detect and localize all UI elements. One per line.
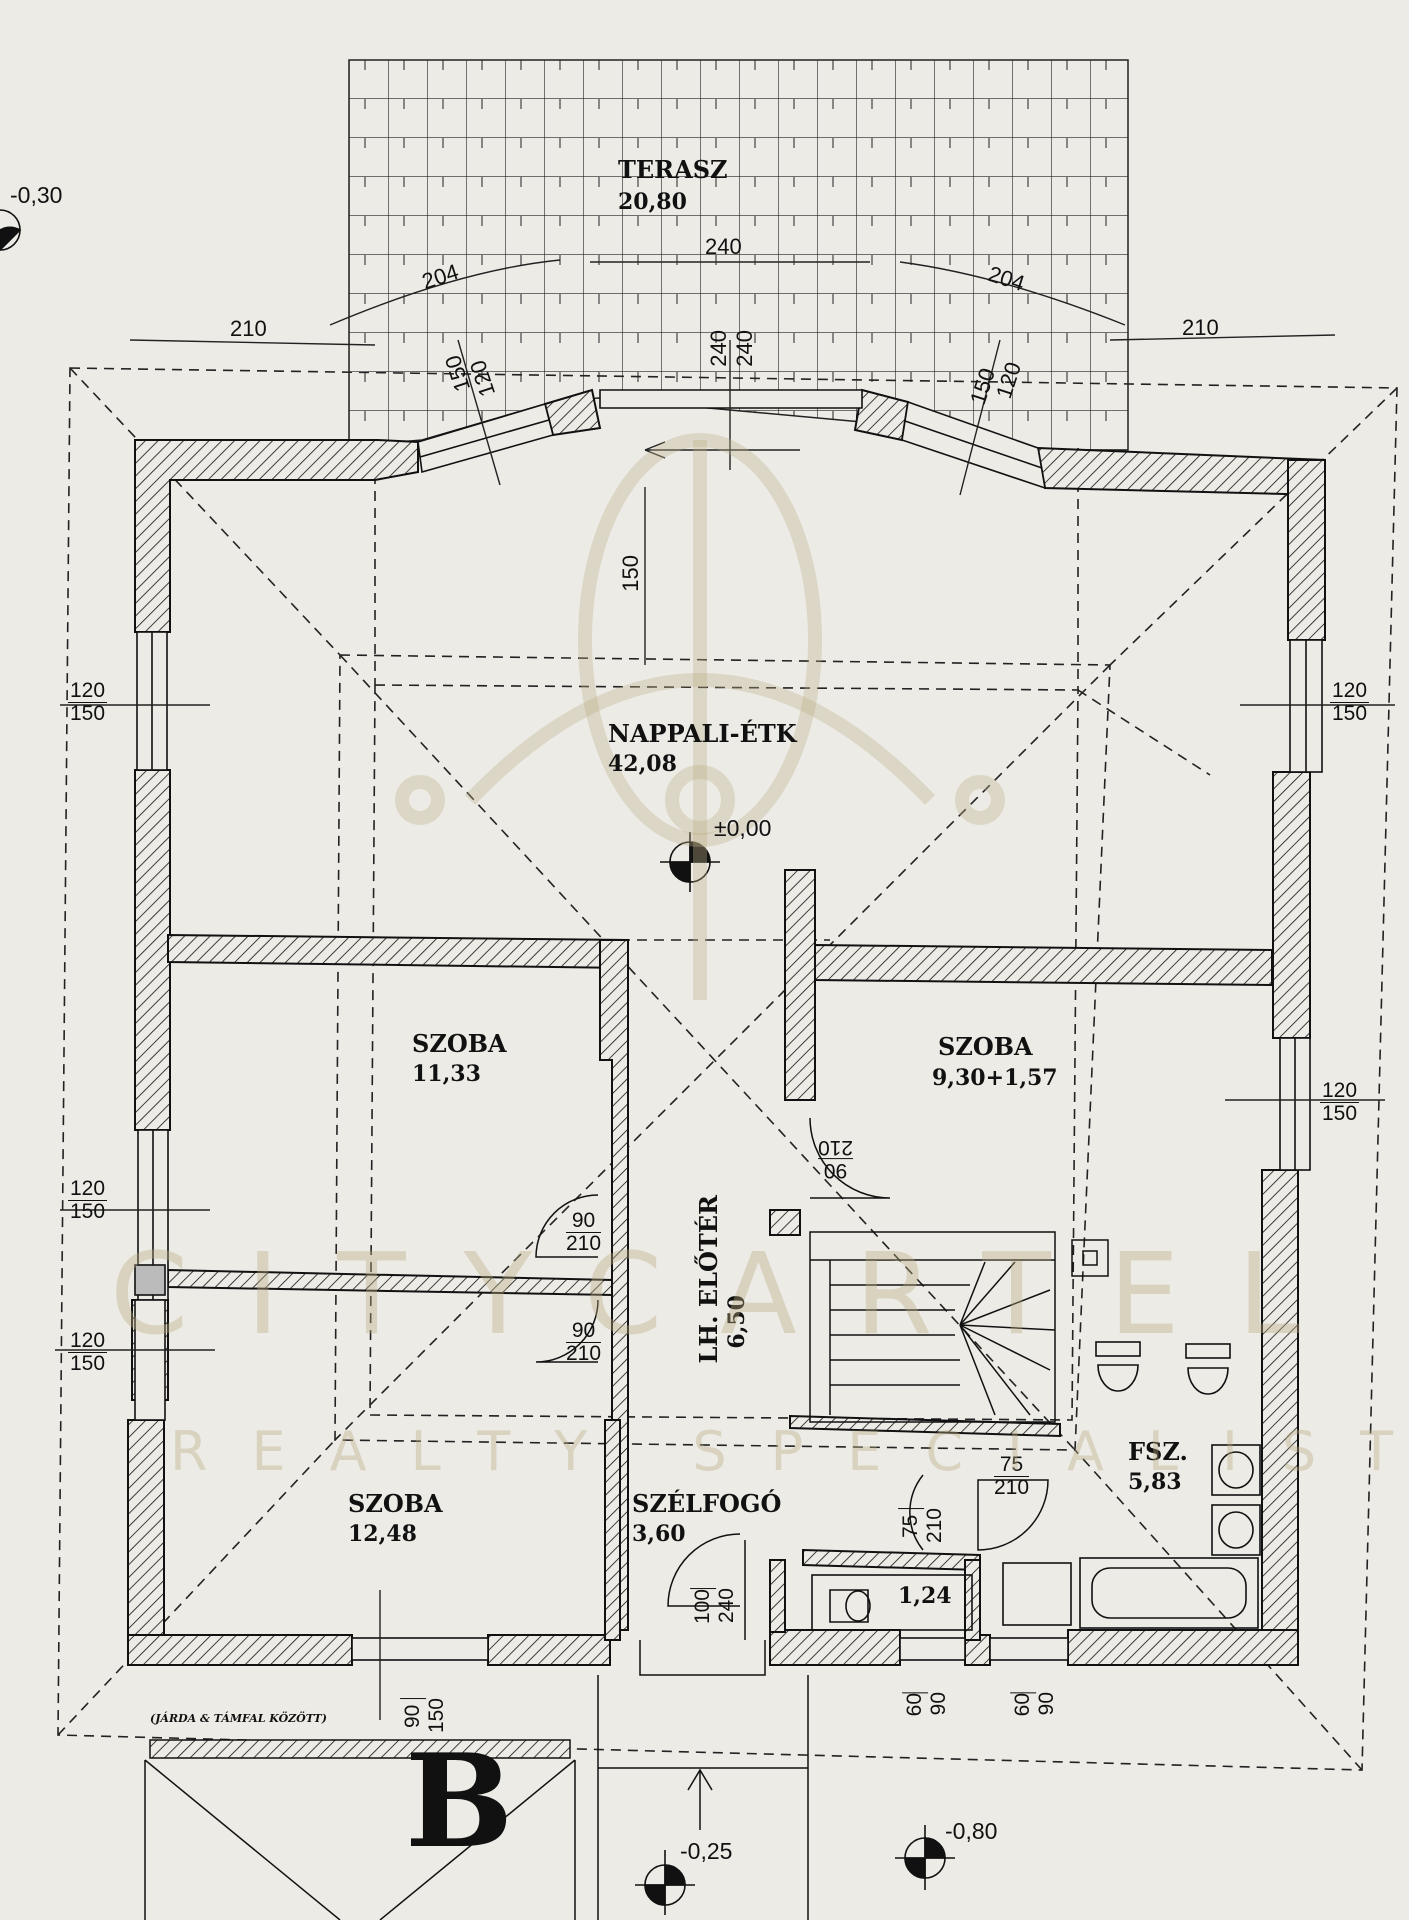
living-name: NAPPALI-ÉTK: [608, 719, 797, 748]
window-left-1-width: 120: [68, 679, 108, 704]
bathroom-area: 5,83: [1128, 1469, 1182, 1495]
door-entrance-width: 100: [690, 1588, 717, 1625]
window-left-1-height: 150: [70, 702, 106, 726]
dim-210-right: 210: [1182, 315, 1219, 340]
door-entrance: 100 240: [690, 1588, 739, 1625]
room-left-bottom-area: 12,48: [348, 1521, 417, 1547]
dimension-lines: [55, 259, 1395, 1720]
window-left-2: 120 150: [68, 1177, 108, 1224]
sanitary-fixtures: [811, 1341, 1261, 1631]
door-left-top-height: 210: [566, 1232, 602, 1256]
door-left-top-width: 90: [566, 1209, 602, 1234]
dim-240-top: 240: [705, 234, 742, 259]
door-bathroom-width: 75: [994, 1453, 1030, 1478]
section-marker: B: [405, 1727, 514, 1877]
door-right-room: 90 210: [818, 1136, 854, 1182]
interior-walls: [167, 869, 1273, 1641]
watermark-emblem: [395, 433, 1005, 1000]
living-area: 42,08: [608, 751, 677, 777]
room-right-name: SZOBA: [938, 1032, 1033, 1061]
window-left-3-width: 120: [68, 1329, 108, 1354]
window-bottom-bath-height: 90: [1035, 1692, 1059, 1716]
room-right-area: 9,30+1,57: [932, 1065, 1058, 1091]
window-right-1: 120 150: [1330, 679, 1370, 726]
window-right-2-height: 150: [1322, 1102, 1358, 1126]
elevation-entrance: -0,25: [680, 1838, 733, 1864]
door-right-room-width: 90: [818, 1158, 854, 1182]
bathroom-name: FSZ.: [1128, 1437, 1188, 1466]
sidewalk-note: (JÁRDA & TÁMFAL KÖZÖTT): [150, 1712, 327, 1725]
terrace-name: TERASZ: [618, 155, 728, 184]
window-bottom-wc-height: 90: [927, 1692, 951, 1716]
elevation-terrace: -0,30: [10, 182, 63, 208]
window-left-3-height: 150: [70, 1352, 106, 1376]
dim-150-terrace: 150: [618, 555, 643, 592]
door-bathroom-height: 210: [994, 1476, 1030, 1500]
dim-210-left: 210: [230, 316, 267, 341]
doors: [535, 1117, 1049, 1640]
window-left-2-width: 120: [68, 1177, 108, 1202]
windbreak-area: 3,60: [632, 1521, 686, 1547]
staircase: [809, 1231, 1109, 1423]
door-wc-width: 75: [898, 1508, 925, 1544]
room-left-bottom-name: SZOBA: [348, 1489, 443, 1518]
door-left-top: 90 210: [566, 1209, 602, 1256]
door-bathroom: 75 210: [994, 1453, 1030, 1500]
dim-240-vert-a: 240: [706, 330, 731, 367]
room-left-top-name: SZOBA: [412, 1029, 507, 1058]
window-right-2: 120 150: [1320, 1079, 1360, 1126]
windbreak-name: SZÉLFOGÓ: [632, 1489, 782, 1518]
room-left-top-area: 11,33: [412, 1061, 481, 1087]
window-right-1-width: 120: [1330, 679, 1370, 704]
windows: [134, 389, 1323, 1661]
door-left-bottom-height: 210: [566, 1342, 602, 1366]
window-bottom-bath: 60 90: [1010, 1692, 1059, 1717]
window-left-2-height: 150: [70, 1200, 106, 1224]
window-right-1-height: 150: [1332, 702, 1368, 726]
wc-area: 1,24: [898, 1583, 952, 1609]
door-left-bottom-width: 90: [566, 1319, 602, 1344]
door-left-bottom: 90 210: [566, 1319, 602, 1366]
elevation-zero: ±0,00: [714, 815, 772, 841]
entrance-steps: [144, 1640, 809, 1920]
window-bottom-wc-width: 60: [902, 1692, 929, 1717]
window-left-1: 120 150: [68, 679, 108, 726]
watermark-brand: CITYCARTEL: [110, 1230, 1359, 1360]
watermark-tagline: REALTY SPECIALIST: [170, 1420, 1409, 1483]
door-wc: 75 210: [898, 1508, 947, 1544]
roof-outline: [57, 367, 1398, 1771]
elevation-garden: -0,80: [945, 1818, 998, 1844]
door-right-room-height: 210: [818, 1136, 854, 1160]
door-entrance-height: 240: [715, 1588, 739, 1624]
door-wc-height: 210: [923, 1508, 947, 1544]
window-right-2-width: 120: [1320, 1079, 1360, 1104]
window-bottom-wc: 60 90: [902, 1692, 951, 1717]
window-left-3: 120 150: [68, 1329, 108, 1376]
terrace-area: 20,80: [618, 189, 687, 215]
window-bottom-bath-width: 60: [1010, 1692, 1037, 1717]
dim-240-vert-b: 240: [732, 330, 757, 367]
elevation-markers: [0, 209, 955, 1915]
